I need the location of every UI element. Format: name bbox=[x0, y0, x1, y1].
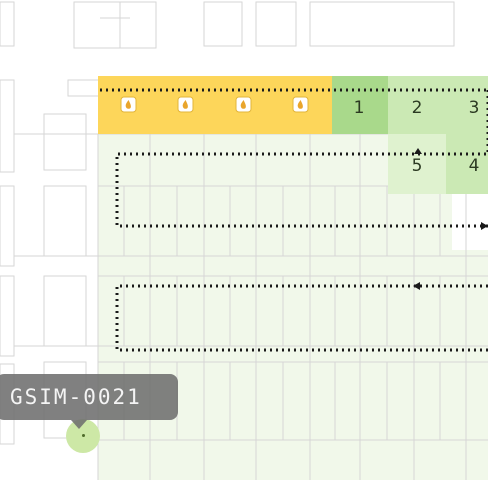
plan-block bbox=[203, 1, 243, 47]
zone-label-1: 1 bbox=[353, 98, 365, 118]
highlight-cells bbox=[98, 76, 488, 194]
empty-slot bbox=[452, 194, 488, 250]
location-marker-dot bbox=[82, 434, 85, 437]
tooltip-pointer bbox=[71, 420, 87, 429]
fire-hydrant-icon bbox=[177, 96, 194, 113]
route-arrow-up bbox=[414, 148, 422, 154]
plan-block bbox=[0, 1, 15, 47]
zone-4-cell bbox=[446, 134, 488, 194]
zone-label-3: 3 bbox=[468, 98, 480, 118]
zone-label-5: 5 bbox=[411, 156, 423, 176]
zone-3-cell bbox=[446, 76, 488, 134]
zone-label-4: 4 bbox=[468, 156, 480, 176]
zone-5-cell bbox=[388, 134, 446, 194]
fire-hydrant-icon bbox=[120, 96, 137, 113]
stall-icons bbox=[120, 96, 309, 113]
plan-block bbox=[0, 185, 15, 267]
zone-2-cell bbox=[388, 76, 446, 134]
plan-block bbox=[309, 1, 455, 47]
zone-label-2: 2 bbox=[411, 98, 423, 118]
fire-hydrant-icon bbox=[292, 96, 309, 113]
plan-block bbox=[0, 275, 15, 357]
fire-hydrant-icon bbox=[235, 96, 252, 113]
plan-block bbox=[255, 1, 297, 47]
location-id-label: GSIM-0021 bbox=[10, 385, 142, 409]
zone-1-cell bbox=[332, 76, 388, 134]
plan-block bbox=[73, 1, 157, 49]
location-tooltip: GSIM-0021 bbox=[0, 374, 178, 420]
dotted-route bbox=[100, 88, 488, 352]
plan-block bbox=[43, 185, 87, 257]
route-arrow-left bbox=[413, 282, 420, 290]
route-arrow-right bbox=[481, 222, 488, 230]
plan-block bbox=[43, 275, 87, 347]
plan-block bbox=[0, 79, 15, 173]
plan-block bbox=[43, 113, 87, 171]
